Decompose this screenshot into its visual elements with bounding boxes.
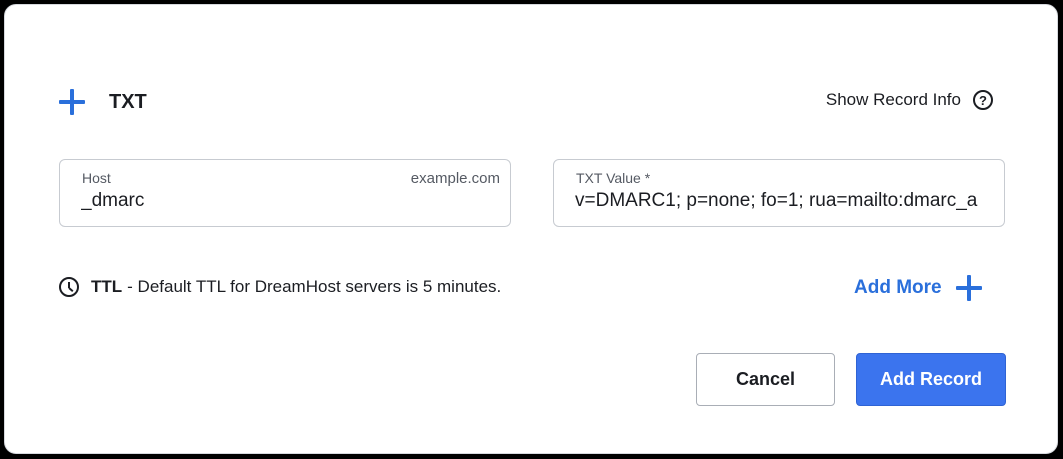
add-dns-record-panel: TXT Show Record Info ? Host example.com …: [4, 4, 1058, 454]
txt-value-input[interactable]: v=DMARC1; p=none; fo=1; rua=mailto:dmarc…: [575, 190, 978, 211]
ttl-label: TTL: [91, 277, 123, 296]
cancel-button[interactable]: Cancel: [696, 353, 835, 406]
show-record-info-button[interactable]: Show Record Info ?: [826, 90, 993, 110]
add-more-button[interactable]: Add More: [854, 275, 982, 301]
help-circle-icon: ?: [973, 90, 993, 110]
add-record-button[interactable]: Add Record: [856, 353, 1006, 406]
host-field[interactable]: Host example.com _dmarc: [59, 159, 511, 227]
host-domain-suffix: example.com: [410, 170, 500, 187]
add-more-label: Add More: [854, 277, 942, 298]
txt-value-field[interactable]: TXT Value * v=DMARC1; p=none; fo=1; rua=…: [553, 159, 1005, 227]
clock-icon: [59, 277, 79, 297]
record-header: TXT: [59, 87, 147, 117]
txt-value-field-label: TXT Value *: [576, 170, 651, 186]
record-type-title: TXT: [109, 90, 147, 113]
ttl-description: - Default TTL for DreamHost servers is 5…: [127, 277, 502, 296]
plus-icon: [59, 89, 85, 115]
host-input[interactable]: _dmarc: [81, 190, 145, 211]
host-field-label: Host: [82, 170, 111, 186]
show-record-info-label: Show Record Info: [825, 90, 961, 109]
plus-icon: [955, 275, 982, 301]
ttl-info: TTL - Default TTL for DreamHost servers …: [59, 277, 501, 297]
